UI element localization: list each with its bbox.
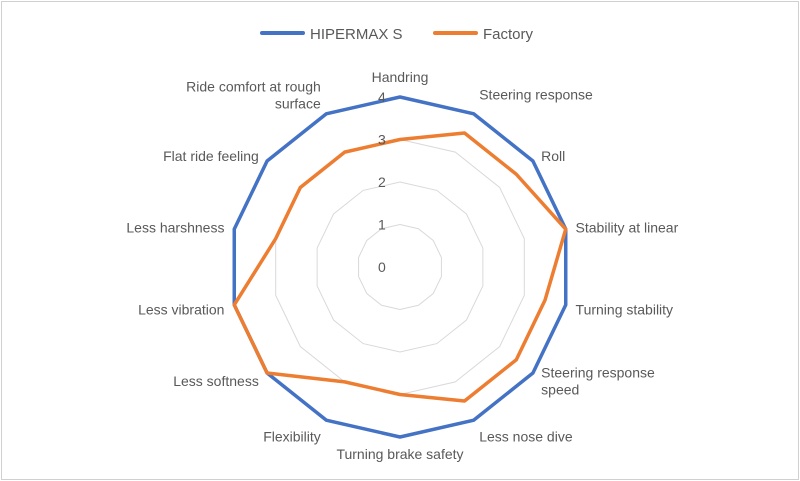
axis-label: Handring (372, 69, 429, 85)
axis-label: Stability at linear (576, 219, 679, 235)
legend-label-factory: Factory (483, 26, 534, 43)
axis-label: Less nose dive (479, 428, 573, 444)
legend-label-hipermax: HIPERMAX S (310, 26, 403, 43)
radar-series (232, 95, 568, 439)
radial-tick-2: 2 (378, 174, 386, 190)
grid-ring-2 (316, 181, 484, 353)
radial-tick-3: 3 (378, 132, 386, 148)
radial-tick-4: 4 (378, 89, 386, 105)
axis-label: Flat ride feeling (163, 148, 259, 164)
radial-tick-labels: 0 1 2 3 4 (378, 89, 386, 275)
axis-label: Roll (541, 148, 565, 164)
axis-label: Steering response (479, 87, 593, 103)
legend-item-factory[interactable]: Factory (433, 26, 534, 43)
axis-label: Less harshness (126, 219, 224, 235)
radial-tick-0: 0 (378, 259, 386, 275)
series-line-factory (232, 131, 568, 403)
axis-label: Flexibility (263, 428, 321, 444)
grid-ring-1 (358, 223, 442, 311)
axis-label: Less softness (173, 373, 259, 389)
axis-label: Turning brake safety (336, 446, 463, 462)
axis-label: Turning stability (576, 302, 674, 318)
series-line-hipermax (232, 95, 568, 439)
radial-tick-1: 1 (378, 217, 386, 233)
axis-label: Less vibration (138, 302, 224, 318)
legend: HIPERMAX S Factory (260, 26, 534, 43)
legend-item-hipermax[interactable]: HIPERMAX S (260, 26, 403, 43)
